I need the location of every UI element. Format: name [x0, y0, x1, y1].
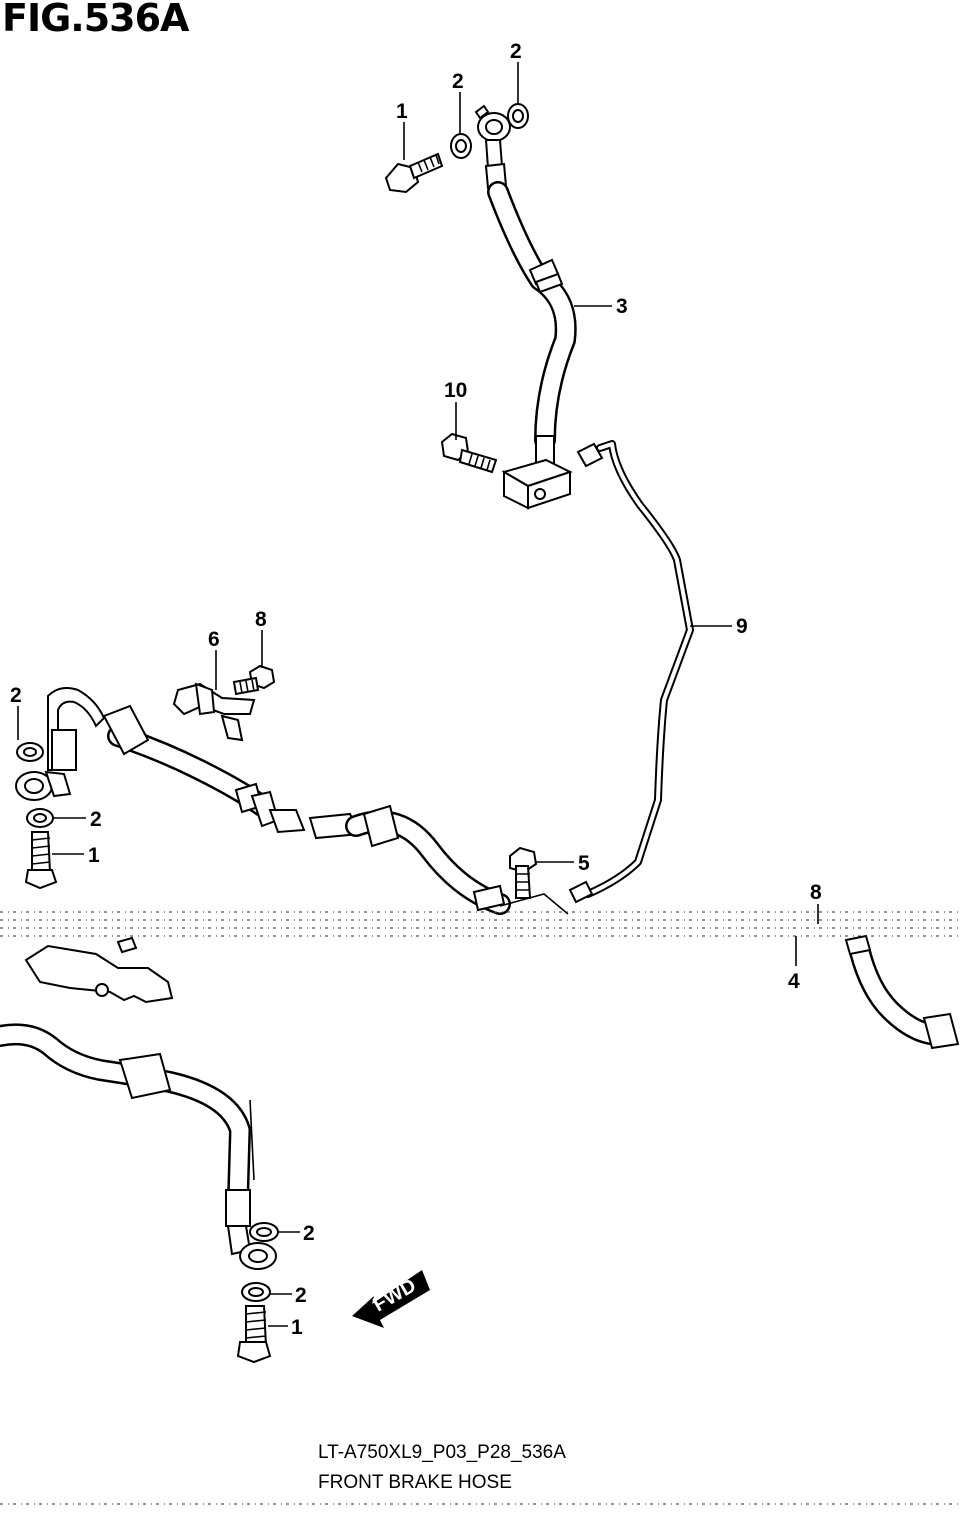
- callouts: 1 2 2 3 10 9 8 6 2 2 1 5 8: [10, 40, 822, 1339]
- bolt-10: [440, 432, 498, 474]
- bolt-5: [509, 846, 538, 899]
- callout-bolt-5: 5: [578, 852, 590, 875]
- callout-top-washer-b: 2: [510, 40, 522, 63]
- brake-pipe-9: [568, 440, 694, 904]
- scan-noise-band: [0, 911, 960, 937]
- bolt-8-left: [232, 664, 276, 696]
- hose-left-upper: [47, 687, 569, 915]
- callout-hose-3: 3: [616, 295, 628, 318]
- fwd-arrow: FWD: [352, 1270, 430, 1328]
- callout-left-washer-lower: 2: [90, 808, 102, 831]
- hose-3: [487, 181, 577, 467]
- figure-caption: FRONT BRAKE HOSE: [318, 1472, 512, 1493]
- callout-bottom-washer-lower: 2: [295, 1284, 307, 1307]
- bottom-washer-upper: [249, 1222, 279, 1242]
- hose-lower: [0, 1023, 255, 1227]
- callout-left-union-bolt: 1: [88, 844, 100, 867]
- clamp-lower: [24, 936, 174, 1004]
- top-washer-b: [507, 103, 529, 129]
- callout-bolt-8-right: 8: [810, 881, 822, 904]
- top-union-bolt: [384, 152, 444, 194]
- bottom-banjo: [226, 1225, 277, 1270]
- callout-hose-4: 4: [788, 970, 800, 993]
- top-washer-a: [450, 133, 472, 159]
- callout-bottom-washer-upper: 2: [303, 1222, 315, 1245]
- callout-top-washer-a: 2: [452, 70, 464, 93]
- top-banjo-fitting: [474, 104, 511, 190]
- callout-left-washer-upper: 2: [10, 684, 22, 707]
- callout-bolt-8-left: 8: [255, 608, 267, 631]
- left-banjo: [15, 770, 72, 801]
- callout-bottom-union-bolt: 1: [291, 1316, 303, 1339]
- model-code: LT-A750XL9_P03_P28_536A: [318, 1442, 566, 1463]
- bottom-union-bolt: [236, 1305, 272, 1364]
- figure-title: FIG.536A: [2, 0, 189, 40]
- callout-bolt-10: 10: [444, 379, 467, 402]
- hose-4: [844, 934, 960, 1050]
- left-washer-upper: [16, 742, 44, 762]
- left-washer-lower: [26, 808, 54, 828]
- junction-block: [501, 458, 573, 510]
- callout-clamp-6: 6: [208, 628, 220, 651]
- callout-pipe-9: 9: [736, 615, 748, 638]
- callout-top-union-bolt: 1: [396, 100, 408, 123]
- bottom-washer-lower: [241, 1282, 271, 1302]
- clamp-6: [172, 682, 256, 742]
- left-union-bolt: [24, 831, 58, 890]
